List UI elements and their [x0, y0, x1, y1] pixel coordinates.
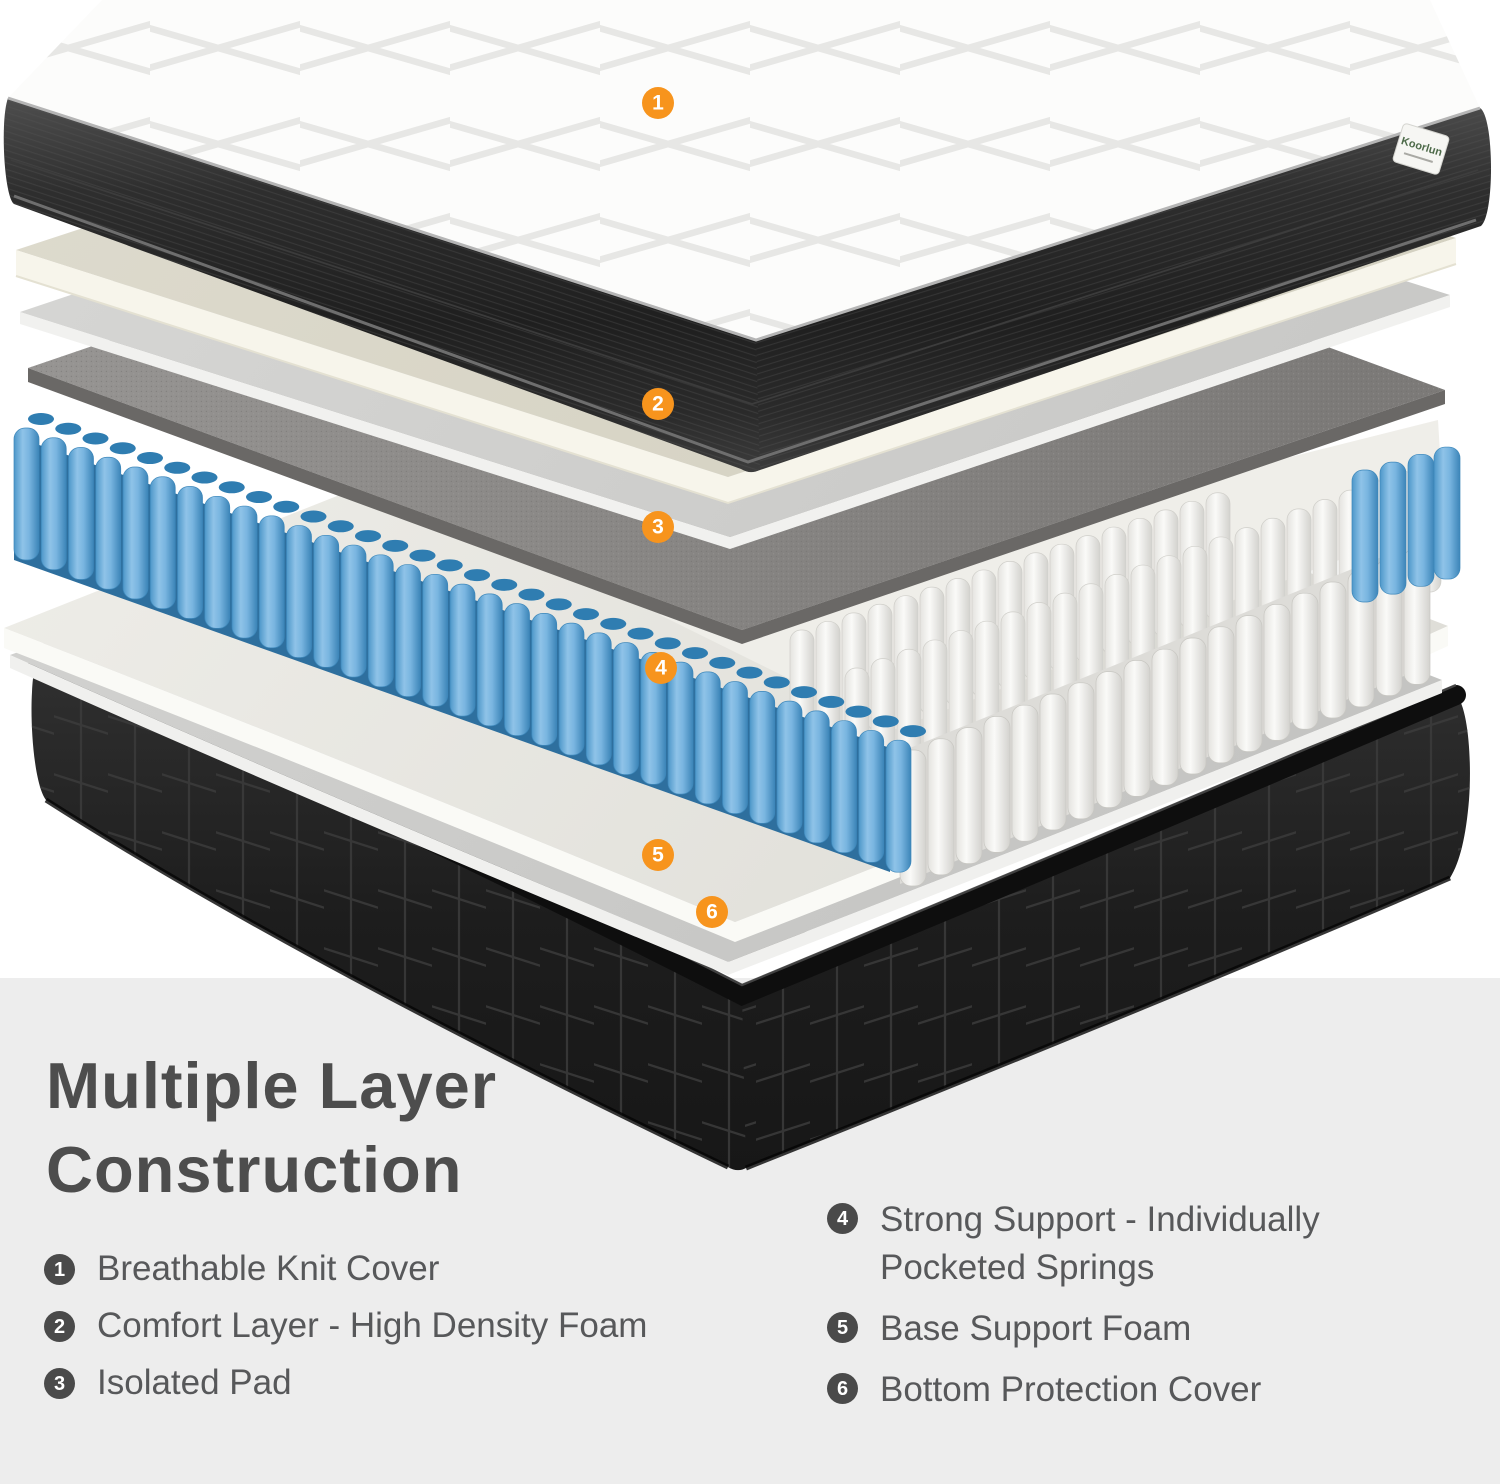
svg-text:2: 2 [652, 393, 664, 416]
legend-number-badge: 4 [827, 1203, 858, 1234]
legend-number-badge: 5 [827, 1312, 858, 1343]
legend-label: Base Support Foam [880, 1309, 1192, 1348]
layer-badge-4: 4 [645, 652, 677, 684]
title-line-1: Multiple Layer [46, 1049, 498, 1122]
layer-badge-2: 2 [642, 388, 674, 420]
legend-item-6: 6 Bottom Protection Cover [827, 1366, 1402, 1414]
title-line-2: Construction [46, 1133, 463, 1206]
layer-badge-5: 5 [642, 839, 674, 871]
legend-item-4: 4 Strong Support - Individually Pocketed … [827, 1196, 1402, 1292]
layer-badge-1: 1 [642, 87, 674, 119]
legend-number-badge: 6 [827, 1373, 858, 1404]
legend-label: Isolated Pad [97, 1363, 292, 1402]
knit-cover-mattress-layer: Koorlun [3, 0, 1492, 473]
legend-number-badge: 3 [44, 1368, 75, 1399]
svg-text:3: 3 [652, 516, 664, 539]
legend-label: Breathable Knit Cover [97, 1249, 440, 1288]
page-title: Multiple Layer Construction [46, 1044, 497, 1212]
legend-label: Comfort Layer - High Density Foam [97, 1306, 648, 1345]
legend-item-3: 3 Isolated Pad [44, 1361, 764, 1405]
legend-list-right: 4 Strong Support - Individually Pocketed … [827, 1196, 1402, 1427]
legend-item-2: 2 Comfort Layer - High Density Foam [44, 1304, 764, 1348]
legend-label: Bottom Protection Cover [880, 1370, 1262, 1409]
layer-badge-3: 3 [642, 511, 674, 543]
layer-badge-6: 6 [696, 896, 728, 928]
legend-item-1: 1 Breathable Knit Cover [44, 1247, 764, 1291]
layer-number-badges: 1 2 3 4 5 6 [642, 87, 728, 928]
legend-label: Strong Support - Individually Pocketed S… [880, 1200, 1320, 1287]
svg-text:4: 4 [655, 657, 667, 680]
legend-list-left: 1 Breathable Knit Cover 2 Comfort Layer - H… [44, 1247, 764, 1418]
legend-number-badge: 2 [44, 1311, 75, 1342]
svg-text:5: 5 [652, 844, 664, 867]
svg-text:1: 1 [652, 92, 664, 115]
legend-item-5: 5 Base Support Foam [827, 1305, 1402, 1353]
brand-tag: Koorlun [1392, 123, 1450, 175]
legend-number-badge: 1 [44, 1254, 75, 1285]
pocketed-springs-layer [13, 413, 1461, 887]
svg-text:6: 6 [706, 901, 718, 924]
